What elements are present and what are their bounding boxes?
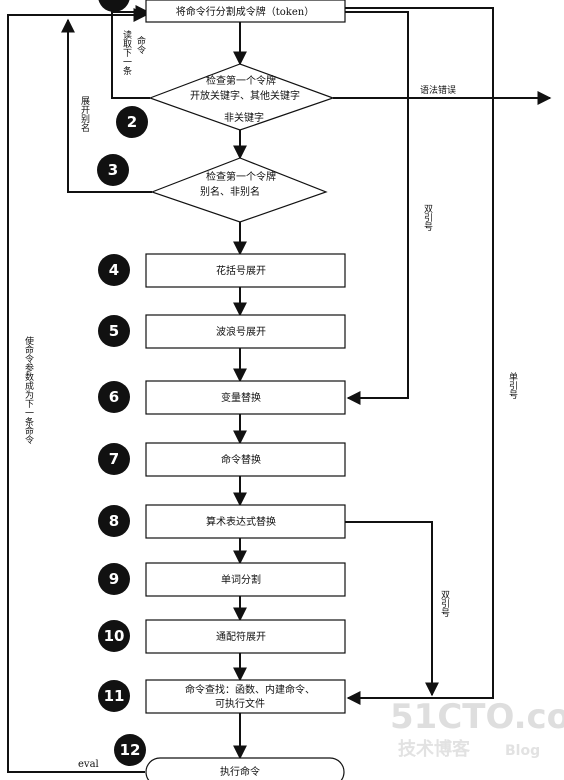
- watermark-site: 51CTO.com: [390, 697, 564, 737]
- label-read-next-line2: 命令: [135, 35, 146, 55]
- label-double-quote-2: 双引号: [439, 590, 450, 618]
- badge-4: 4: [98, 254, 130, 286]
- badge-2: 2: [116, 106, 148, 138]
- watermark-sub: 技术博客: [398, 738, 471, 760]
- label-expand-alias: 展开别名: [79, 96, 90, 133]
- badge-11: 11: [98, 680, 130, 712]
- badge-1: [98, 0, 130, 12]
- svg-text:7: 7: [109, 450, 119, 468]
- step-glob-expansion: 通配符展开: [216, 630, 266, 643]
- svg-text:12: 12: [120, 741, 141, 759]
- step-brace-expansion: 花括号展开: [216, 264, 266, 277]
- watermark-blog: Blog: [505, 743, 540, 759]
- step-variable-substitution: 变量替换: [221, 391, 261, 404]
- badge-12: 12: [114, 734, 146, 766]
- badge-5: 5: [98, 315, 130, 347]
- badge-10: 10: [98, 620, 130, 652]
- step-command-lookup-line2: 可执行文件: [215, 697, 265, 710]
- svg-text:9: 9: [109, 570, 119, 588]
- svg-text:11: 11: [104, 687, 125, 705]
- svg-text:4: 4: [109, 261, 119, 279]
- step-check-keyword-line2: 开放关键字、其他关键字: [190, 89, 300, 102]
- step-command-lookup-line1: 命令查找：函数、内建命令、: [185, 683, 315, 696]
- step-tokenize: 将命令行分割成令牌（token）: [176, 5, 314, 18]
- step-command-substitution: 命令替换: [221, 453, 261, 466]
- badge-6: 6: [98, 381, 130, 413]
- side-routes: [7, 5, 552, 773]
- watermark: 51CTO.com 技术博客 Blog: [390, 697, 564, 760]
- step-badges: 2 3 4 5 6 7 8 9 10 11 12: [97, 0, 148, 766]
- svg-text:3: 3: [108, 161, 118, 179]
- badge-3: 3: [97, 154, 129, 186]
- label-double-quote: 双引号: [422, 204, 433, 232]
- step-check-keyword-line1: 检查第一个令牌: [206, 74, 276, 87]
- svg-text:2: 2: [127, 113, 137, 131]
- step-check-alias-line2: 别名、非别名: [200, 185, 260, 198]
- badge-8: 8: [98, 505, 130, 537]
- label-syntax-error: 语法错误: [420, 84, 456, 96]
- step-check-keyword-line3: 非关键字: [224, 111, 264, 124]
- step-word-splitting: 单词分割: [221, 573, 261, 586]
- svg-text:8: 8: [109, 512, 119, 530]
- step-boxes: [145, 0, 346, 780]
- svg-text:6: 6: [109, 388, 119, 406]
- route-labels: 读取下一条 命令 语法错误 展开别名 双引号 单引号 双引号 使命令参数成为下一…: [23, 29, 518, 770]
- step-arithmetic-substitution: 算术表达式替换: [206, 515, 276, 528]
- label-single-quote: 单引号: [507, 371, 518, 400]
- label-read-next-line1: 读取下一条: [121, 29, 132, 75]
- badge-7: 7: [98, 443, 130, 475]
- step-execute-command: 执行命令: [220, 765, 260, 778]
- label-eval: eval: [78, 759, 99, 770]
- badge-9: 9: [98, 563, 130, 595]
- step-texts: 将命令行分割成令牌（token） 检查第一个令牌 开放关键字、其他关键字 非关键…: [176, 5, 315, 778]
- label-eval-args: 使命令参数成为下一条命令: [23, 335, 34, 445]
- svg-text:10: 10: [104, 627, 125, 645]
- svg-text:5: 5: [109, 322, 119, 340]
- step-check-alias-line1: 检查第一个令牌: [206, 170, 276, 183]
- step-tilde-expansion: 波浪号展开: [216, 325, 266, 338]
